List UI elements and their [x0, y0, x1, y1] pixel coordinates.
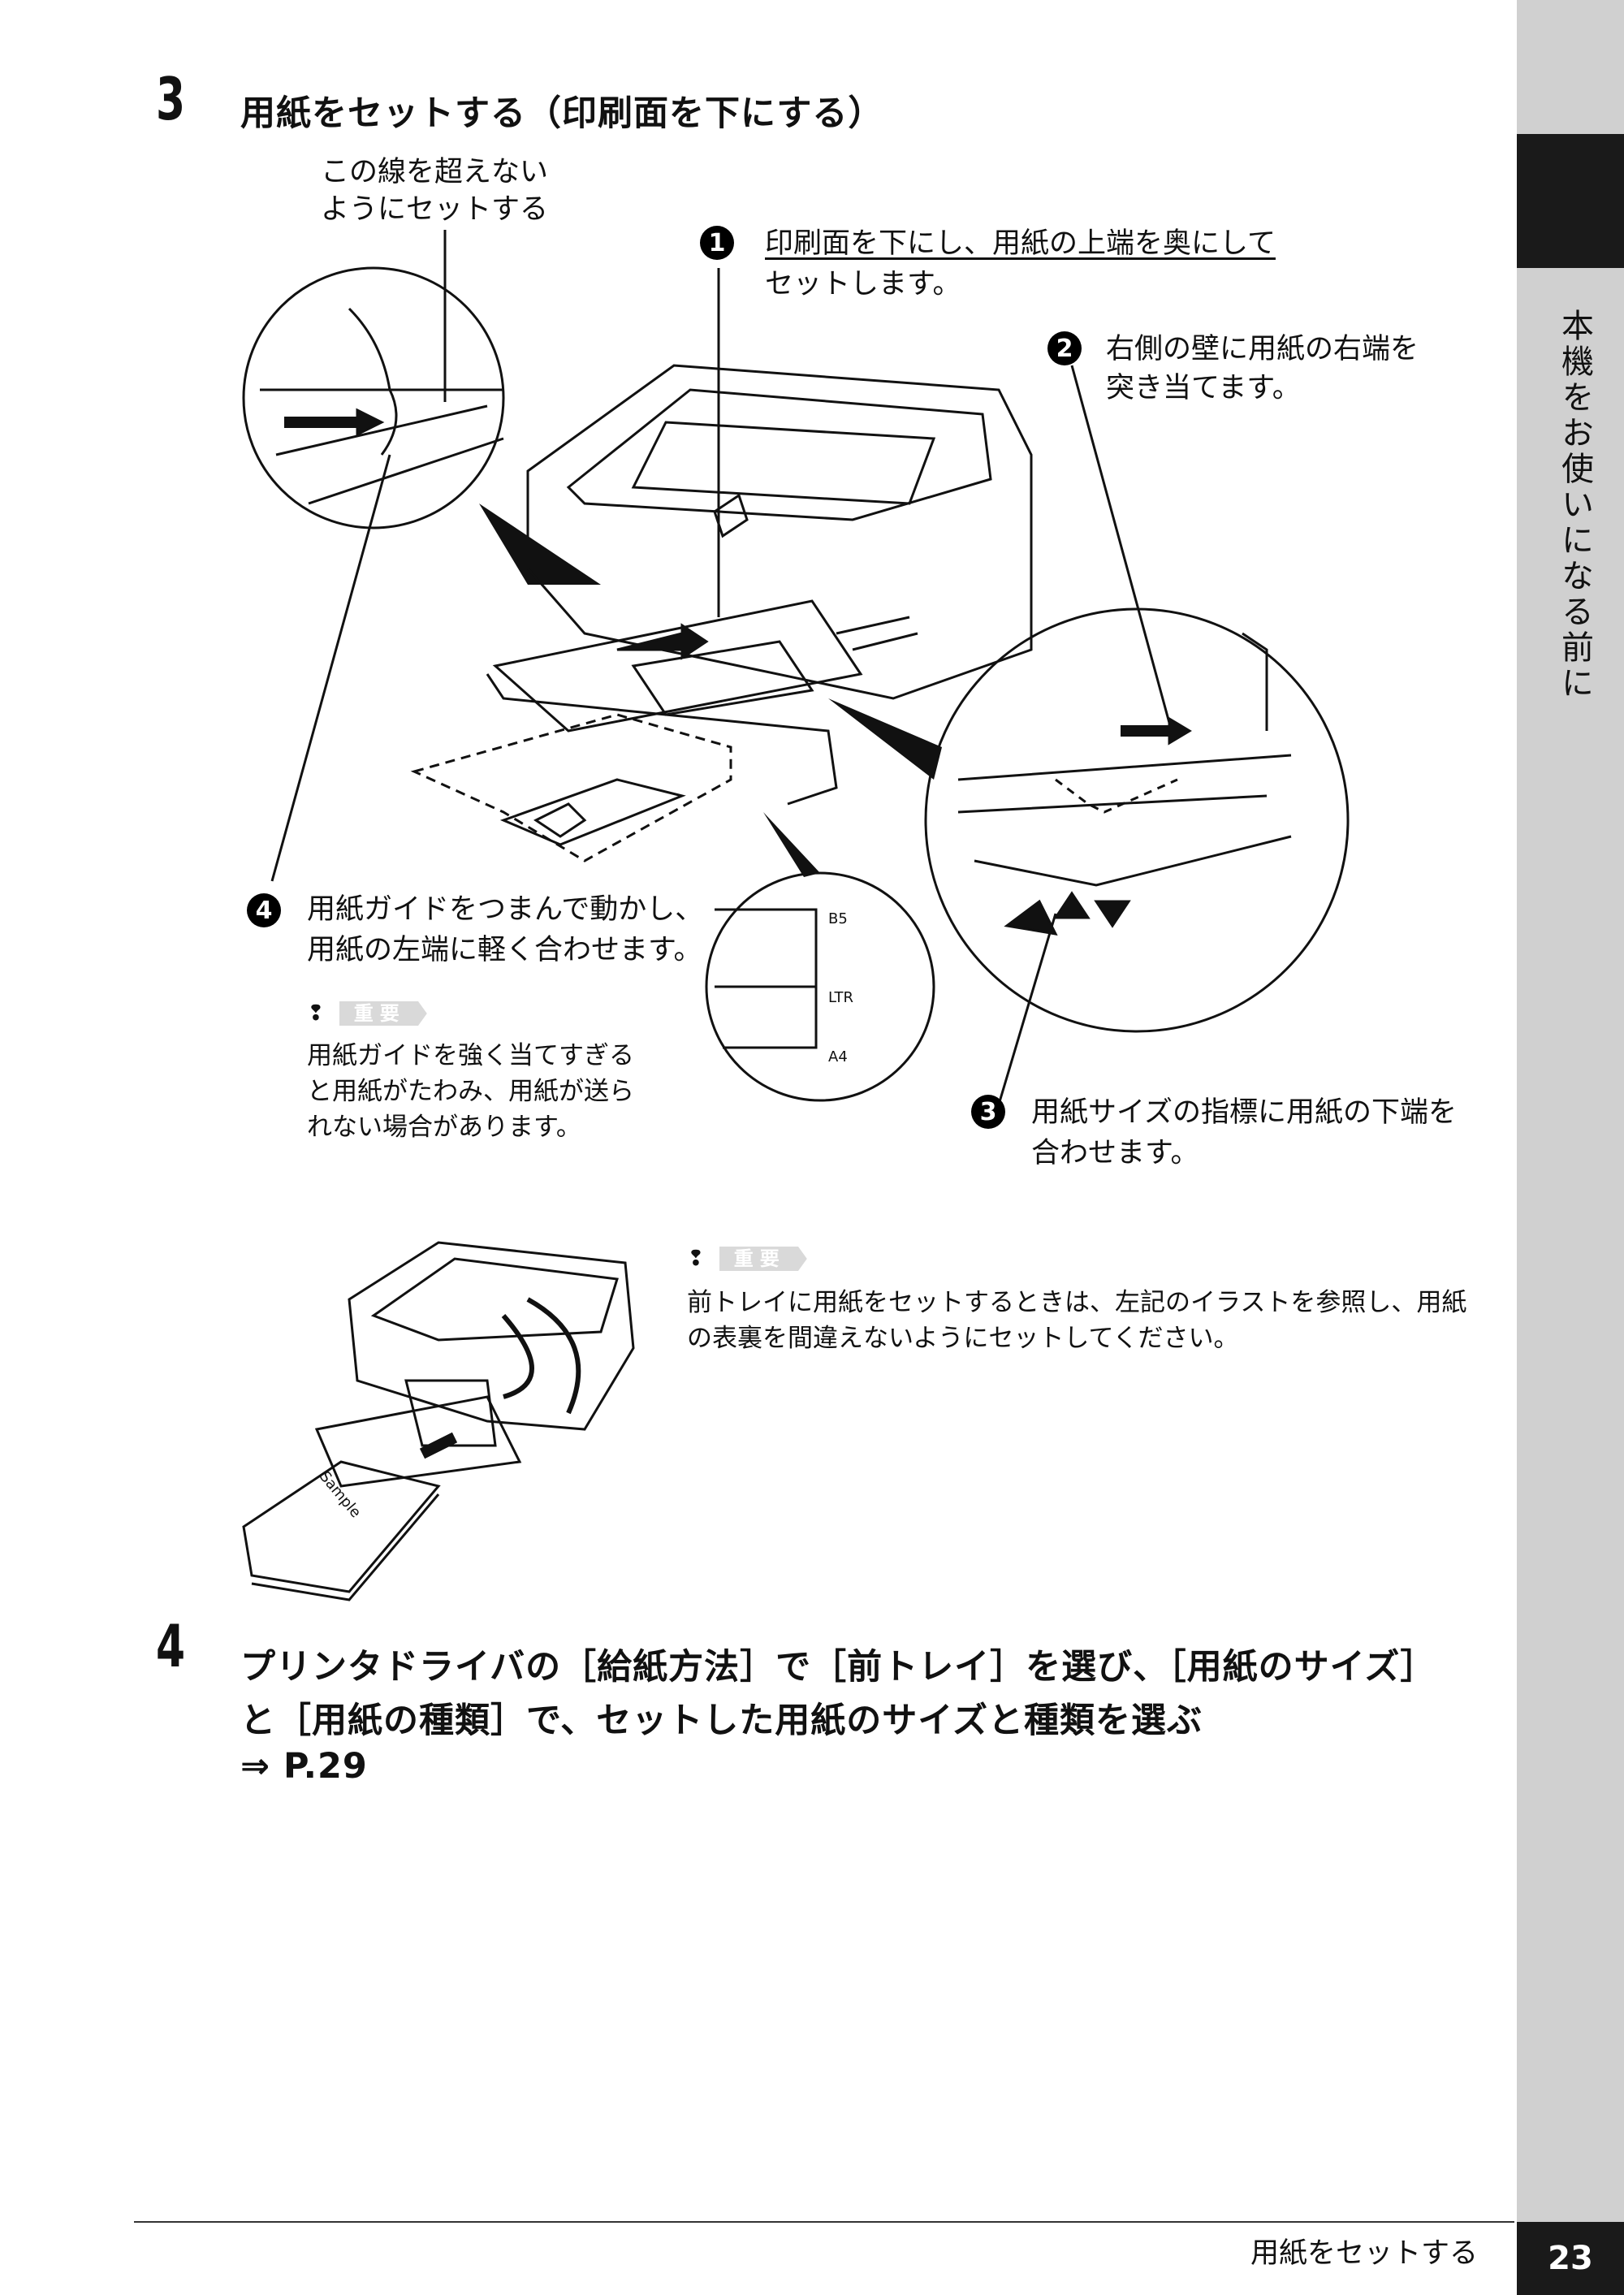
important-icon: ❢ [687, 1247, 705, 1271]
printer-front-tray [348, 1241, 635, 1431]
size-mark-b5: B5 [828, 910, 848, 927]
callout-3-line2: 合わせます。 [1031, 1137, 1199, 1169]
size-mark-ltr: LTR [828, 989, 854, 1006]
callout-4-pointer [270, 454, 391, 882]
footer-rule [134, 2221, 1514, 2223]
paper-stack [631, 640, 814, 716]
footer-section-title: 用紙をセットする [1250, 2237, 1479, 2270]
important-label-2: ❢ 重要 [687, 1243, 807, 1275]
sidebar-chapter-title: 本機をお使いになる前に [1556, 309, 1593, 702]
detail-circle-guide-limit [242, 266, 505, 529]
step-4-line1: プリンタドライバの［給紙方法］で［前トレイ］を選び、［用紙のサイズ］ [240, 1647, 1436, 1688]
front-tray-note-line1: 前トレイに用紙をセットするときは、左記のイラストを参照し、用紙 [687, 1288, 1467, 1317]
callout-3-badge: 3 [971, 1095, 1005, 1129]
important-icon: ❢ [307, 1001, 325, 1026]
callout-2-line2: 突き当てます。 [1106, 372, 1301, 404]
callout-1-line2: セットします。 [765, 268, 961, 300]
line-limit-note-1: この線を超えない [321, 156, 549, 188]
important-note-1-line1: 用紙ガイドを強く当てすぎる [307, 1041, 634, 1070]
step-3-title: 用紙をセットする（印刷面を下にする） [240, 93, 884, 134]
printer-body [526, 364, 1033, 700]
callout-1-badge: 1 [700, 226, 734, 260]
important-label-1: ❢ 重要 [307, 997, 427, 1030]
sidebar [1517, 0, 1624, 2295]
sidebar-tab-marker [1517, 134, 1624, 268]
page-number: 23 [1517, 2222, 1624, 2295]
callout-2-badge: 2 [1047, 331, 1082, 365]
important-note-1-line2: と用紙がたわみ、用紙が送ら [307, 1077, 634, 1106]
callout-2-pointer [1070, 365, 1171, 724]
callout-1-line1: 印刷面を下にし、用紙の上端を奥にして [765, 227, 1276, 260]
callout-4-line2: 用紙の左端に軽く合わせます。 [307, 934, 702, 966]
step-4-reference-link[interactable]: ⇒ P.29 [240, 1746, 368, 1787]
step-4-line2: と［用紙の種類］で、セットした用紙のサイズと種類を選ぶ [240, 1701, 1203, 1741]
callout-4-line1: 用紙ガイドをつまんで動かし、 [307, 893, 704, 926]
callout-2-line1: 右側の壁に用紙の右端を [1106, 333, 1419, 365]
paper-sample-stack [242, 1460, 441, 1593]
line-limit-note-2: ようにセットする [321, 193, 549, 226]
size-mark-a4: A4 [828, 1048, 848, 1065]
callout-3-line1: 用紙サイズの指標に用紙の下端を [1031, 1096, 1457, 1129]
callout-4-badge: 4 [247, 893, 281, 927]
step-4-number: 4 [156, 1612, 186, 1680]
callout-3-pointer [997, 913, 1057, 1105]
detail-circle-right-wall [924, 607, 1350, 1033]
front-tray-note-line2: の表裏を間違えないようにセットしてください。 [687, 1324, 1239, 1353]
step-3-number: 3 [156, 65, 186, 133]
important-note-1-line3: れない場合があります。 [307, 1113, 581, 1142]
